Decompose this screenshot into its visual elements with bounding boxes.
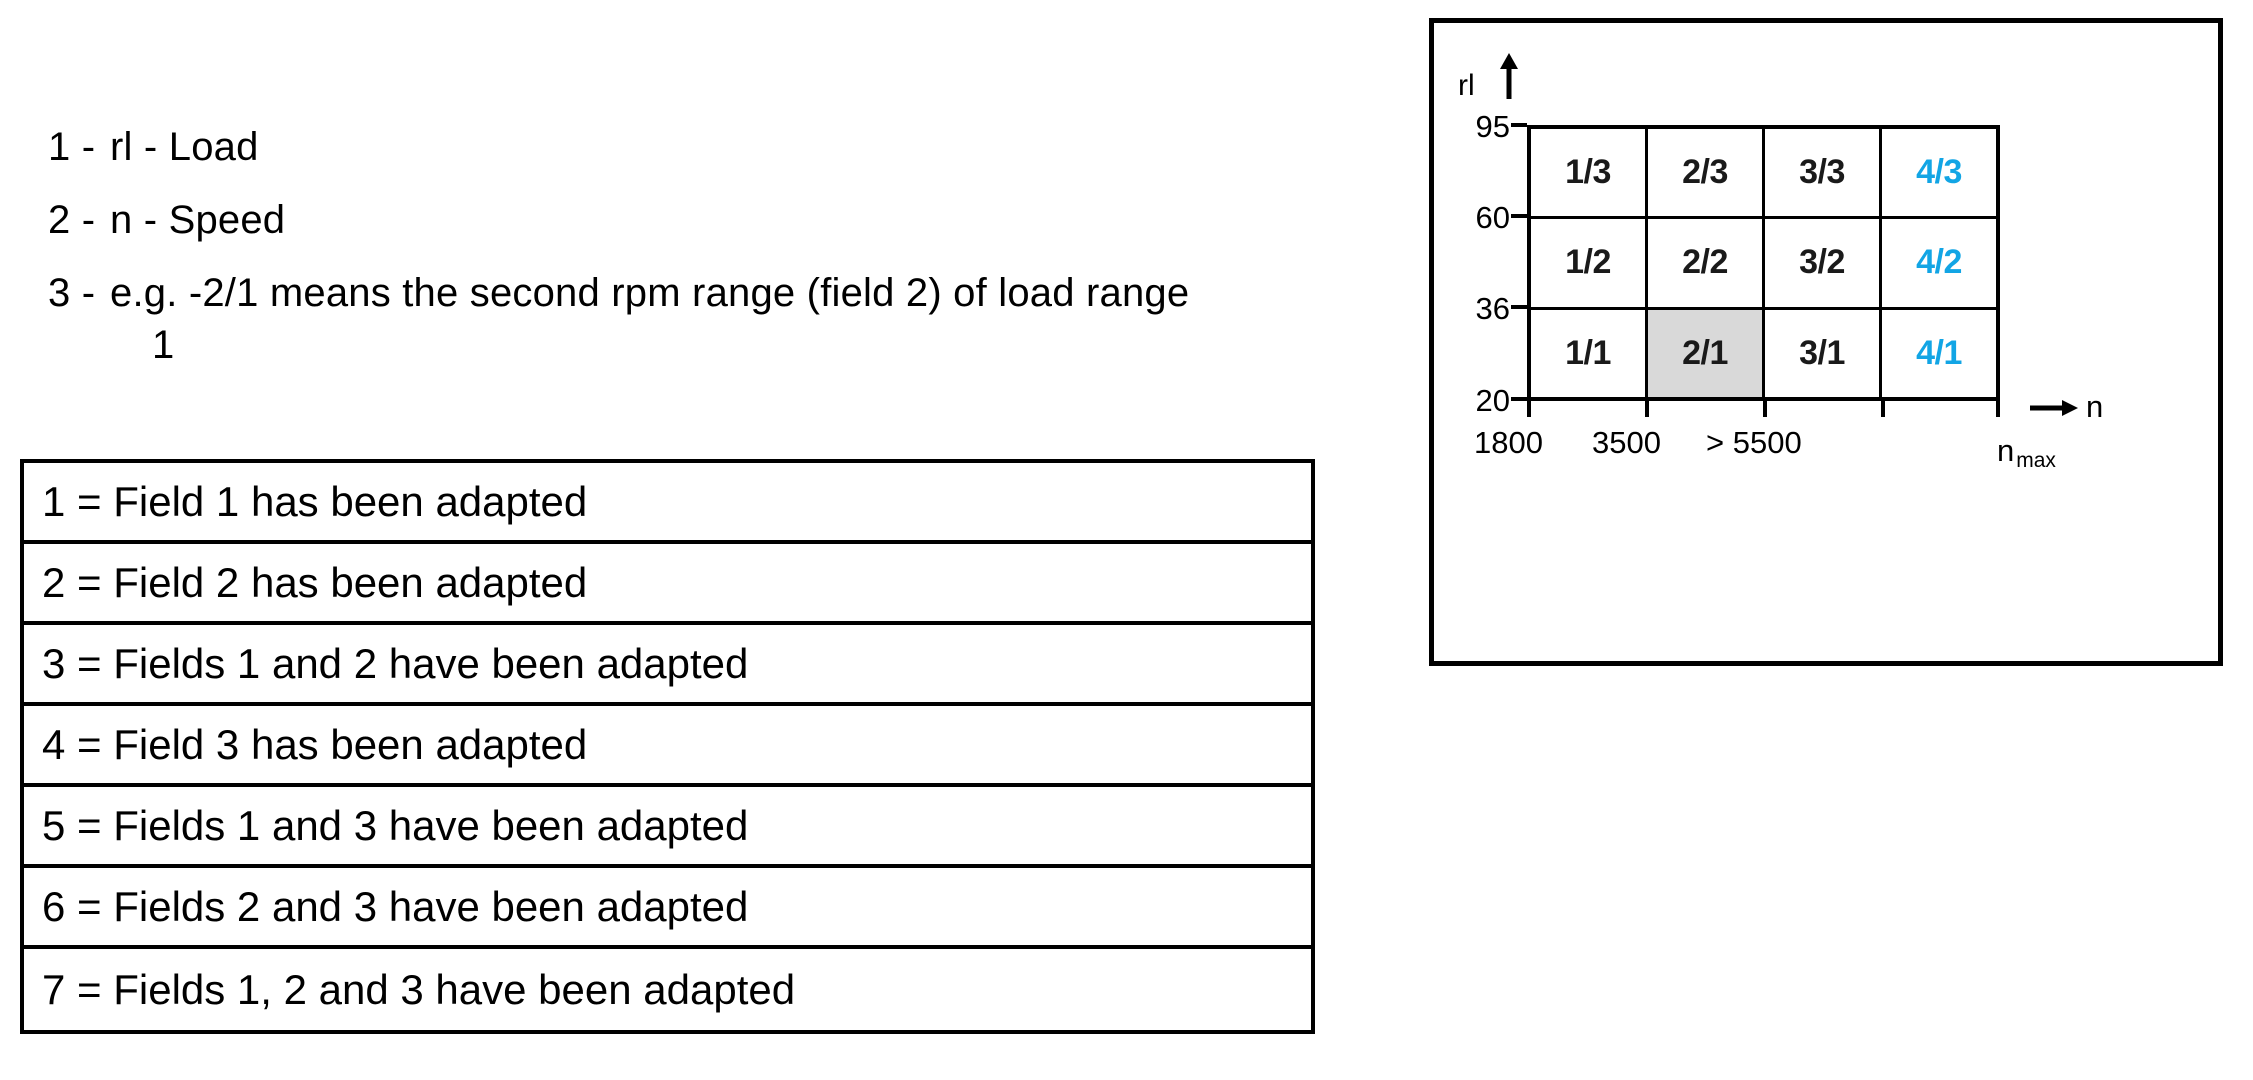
nmax-subscript: max — [2016, 449, 2056, 472]
nmax-base: n — [1997, 433, 2015, 468]
field-cell-4-2[interactable]: 4/2 — [1916, 243, 1962, 282]
table-cell-adaptation: 7 = Fields 1, 2 and 3 have been adapted — [42, 965, 796, 1013]
table-row: 6 = Fields 2 and 3 have been adapted — [24, 868, 1311, 949]
x-tick-label-1800: 1800 — [1474, 425, 1543, 460]
field-cell-1-1[interactable]: 1/1 — [1531, 309, 1648, 397]
legend-item-3-line1: e.g. -2/1 means the second rpm range (fi… — [110, 271, 1190, 316]
legend-item-1-label: rl - Load — [110, 125, 259, 169]
table-cell-adaptation: 5 = Fields 1 and 3 have been adapted — [42, 801, 749, 849]
table-row: 7 = Fields 1, 2 and 3 have been adapted — [24, 949, 1311, 1030]
y-axis-label: rl — [1458, 69, 1475, 102]
table-row: 2 = Field 2 has been adapted — [24, 544, 1311, 625]
adaptation-table: 1 = Field 1 has been adapted 2 = Field 2… — [20, 459, 1315, 1034]
x-tick-label-5500: > 5500 — [1706, 425, 1802, 460]
table-cell-adaptation: 4 = Field 3 has been adapted — [42, 720, 588, 768]
legend-item-1-marker: 1 - — [48, 125, 96, 169]
legend-item-1: 1 - rl - Load — [48, 122, 1348, 173]
y-tick-mark-36 — [1511, 305, 1527, 309]
table-cell-adaptation: 6 = Fields 2 and 3 have been adapted — [42, 882, 749, 930]
legend-item-2: 2 - n - Speed — [48, 195, 1348, 246]
field-grid-row-1: 1/1 2/1 3/1 4/1 — [1531, 309, 1996, 397]
legend-item-2-label: n - Speed — [110, 198, 286, 243]
y-tick-label-60: 60 — [1475, 200, 1510, 235]
table-row: 5 = Fields 1 and 3 have been adapted — [24, 787, 1311, 868]
field-cell-3-3[interactable]: 3/3 — [1765, 129, 1882, 217]
field-cell-4-3[interactable]: 4/3 — [1916, 153, 1962, 192]
field-cell-2-3[interactable]: 2/3 — [1648, 129, 1765, 217]
y-tick-mark-95 — [1511, 123, 1527, 127]
field-grid-row-3: 1/3 2/3 3/3 4/3 — [1531, 129, 1996, 220]
x-tick-mark-5500 — [1763, 401, 1767, 417]
legend-list: 1 - rl - Load 2 - n - Speed 3 - e.g. -2/… — [48, 122, 1348, 393]
y-axis-arrow-icon — [1500, 53, 1518, 99]
x-tick-label-3500: 3500 — [1592, 425, 1661, 460]
y-tick-label-95: 95 — [1475, 109, 1510, 144]
legend-item-3-line2: 1 — [152, 322, 175, 367]
x-tick-mark-3500 — [1645, 401, 1649, 417]
left-panel: 1 - rl - Load 2 - n - Speed 3 - e.g. -2/… — [20, 122, 1348, 1034]
field-cell-3-1[interactable]: 3/1 — [1765, 309, 1882, 397]
legend-item-3: 3 - e.g. -2/1 means the second rpm range… — [48, 268, 1348, 370]
y-tick-mark-20 — [1511, 397, 1527, 401]
x-axis-nmax-label: nmax — [1997, 433, 2056, 471]
field-cell-1-3[interactable]: 1/3 — [1531, 129, 1648, 217]
table-row: 3 = Fields 1 and 2 have been adapted — [24, 625, 1311, 706]
field-cell-4-1[interactable]: 4/1 — [1916, 333, 1962, 372]
x-tick-mark-1800 — [1527, 401, 1531, 417]
x-tick-mark-nmax — [1996, 401, 2000, 417]
field-cell-1-2[interactable]: 1/2 — [1531, 219, 1648, 307]
y-tick-label-20: 20 — [1475, 383, 1510, 418]
table-cell-adaptation: 1 = Field 1 has been adapted — [42, 477, 588, 525]
legend-item-3-label: e.g. -2/1 means the second rpm range (fi… — [110, 268, 1290, 370]
y-tick-label-36: 36 — [1475, 291, 1510, 326]
y-tick-mark-60 — [1511, 214, 1527, 218]
table-cell-adaptation: 3 = Fields 1 and 2 have been adapted — [42, 639, 749, 687]
x-axis-arrow-icon — [2030, 400, 2078, 416]
field-cell-3-2[interactable]: 3/2 — [1765, 219, 1882, 307]
field-grid: 1/3 2/3 3/3 4/3 1/2 2/2 3/2 4/2 1/1 2/1 … — [1527, 125, 2000, 401]
field-grid-row-2: 1/2 2/2 3/2 4/2 — [1531, 219, 1996, 310]
x-tick-mark-mid — [1881, 401, 1885, 417]
table-row: 4 = Field 3 has been adapted — [24, 706, 1311, 787]
load-speed-field-diagram: rl 95 60 36 20 1/3 2/3 3/3 4/3 1/2 2/2 3… — [1429, 18, 2223, 666]
table-row: 1 = Field 1 has been adapted — [24, 463, 1311, 544]
field-grid-wrapper: 1/3 2/3 3/3 4/3 1/2 2/2 3/2 4/2 1/1 2/1 … — [1527, 125, 2000, 401]
field-cell-2-1[interactable]: 2/1 — [1648, 309, 1765, 397]
legend-item-2-marker: 2 - — [48, 198, 96, 243]
field-cell-2-2[interactable]: 2/2 — [1648, 219, 1765, 307]
x-axis-label: n — [2086, 389, 2104, 424]
legend-item-3-marker: 3 - — [48, 271, 96, 316]
table-cell-adaptation: 2 = Field 2 has been adapted — [42, 558, 588, 606]
